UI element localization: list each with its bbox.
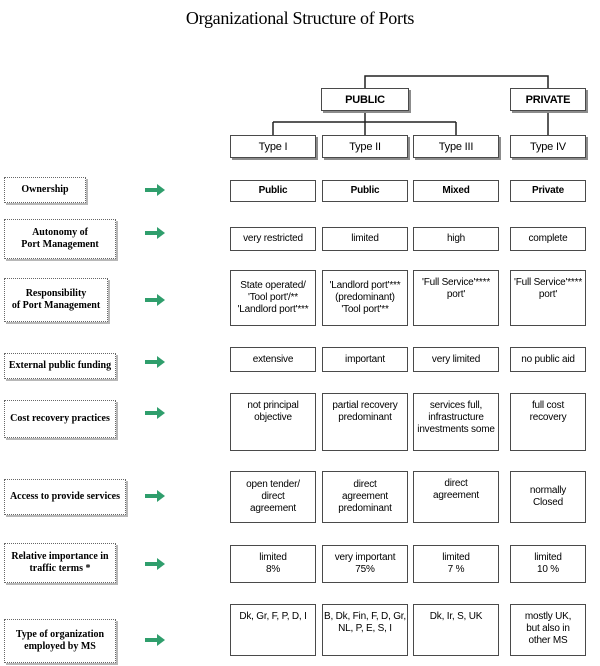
cell-autonomy-type2: limited	[322, 227, 408, 251]
row-label-access-services: Access to provide services	[4, 479, 126, 515]
cell-access-type1: open tender/ direct agreement	[230, 471, 316, 523]
row-label-autonomy: Autonomy of Port Management	[4, 219, 116, 259]
right-arrow-icon	[145, 558, 165, 570]
cell-organization-type1: Dk, Gr, F, P, D, I	[230, 604, 316, 656]
cell-autonomy-type4: complete	[510, 227, 586, 251]
right-arrow-icon	[145, 356, 165, 368]
cell-importance-type2: very important 75%	[322, 545, 408, 583]
cell-importance-type3: limited 7 %	[413, 545, 499, 583]
group-private: PRIVATE	[510, 88, 586, 111]
row-label-ownership: Ownership	[4, 177, 86, 203]
cell-responsibility-type2: 'Landlord port'*** (predominant) 'Tool p…	[322, 270, 408, 326]
cell-autonomy-type1: very restricted	[230, 227, 316, 251]
cell-funding-type2: important	[322, 347, 408, 372]
cell-importance-type4: limited 10 %	[510, 545, 586, 583]
type-header-4: Type IV	[510, 135, 586, 158]
row-label-organization-type: Type of organization employed by MS	[4, 619, 116, 663]
right-arrow-icon	[145, 184, 165, 196]
cell-importance-type1: limited 8%	[230, 545, 316, 583]
row-label-responsibility: Responsibility of Port Management	[4, 278, 108, 322]
cell-responsibility-type1: State operated/ 'Tool port'/** 'Landlord…	[230, 270, 316, 326]
cell-responsibility-type4: 'Full Service'**** port'	[510, 270, 586, 326]
cell-ownership-type2: Public	[322, 180, 408, 202]
cell-cost-recovery-type2: partial recovery predominant	[322, 393, 408, 451]
type-header-1: Type I	[230, 135, 316, 158]
right-arrow-icon	[145, 634, 165, 646]
cell-autonomy-type3: high	[413, 227, 499, 251]
cell-organization-type4: mostly UK, but also in other MS	[510, 604, 586, 656]
cell-cost-recovery-type4: full cost recovery	[510, 393, 586, 451]
cell-cost-recovery-type1: not principal objective	[230, 393, 316, 451]
row-label-relative-importance: Relative importance in traffic terms *	[4, 543, 116, 583]
cell-access-type3: direct agreement	[413, 471, 499, 523]
cell-cost-recovery-type3: services full, infrastructure investment…	[413, 393, 499, 451]
cell-ownership-type3: Mixed	[413, 180, 499, 202]
cell-access-type4: normally Closed	[510, 471, 586, 523]
cell-access-type2: direct agreement predominant	[322, 471, 408, 523]
type-header-2: Type II	[322, 135, 408, 158]
right-arrow-icon	[145, 490, 165, 502]
cell-funding-type3: very limited	[413, 347, 499, 372]
group-public: PUBLIC	[321, 88, 409, 111]
type-header-3: Type III	[413, 135, 499, 158]
cell-funding-type4: no public aid	[510, 347, 586, 372]
cell-ownership-type4: Private	[510, 180, 586, 202]
cell-ownership-type1: Public	[230, 180, 316, 202]
cell-organization-type3: Dk, Ir, S, UK	[413, 604, 499, 656]
row-label-external-funding: External public funding	[4, 353, 116, 379]
right-arrow-icon	[145, 407, 165, 419]
cell-funding-type1: extensive	[230, 347, 316, 372]
diagram-title: Organizational Structure of Ports	[185, 8, 415, 28]
right-arrow-icon	[145, 227, 165, 239]
row-label-cost-recovery: Cost recovery practices	[4, 400, 116, 438]
cell-organization-type2: B, Dk, Fin, F, D, Gr, NL, P, E, S, I	[322, 604, 408, 656]
cell-responsibility-type3: 'Full Service'**** port'	[413, 270, 499, 326]
right-arrow-icon	[145, 294, 165, 306]
